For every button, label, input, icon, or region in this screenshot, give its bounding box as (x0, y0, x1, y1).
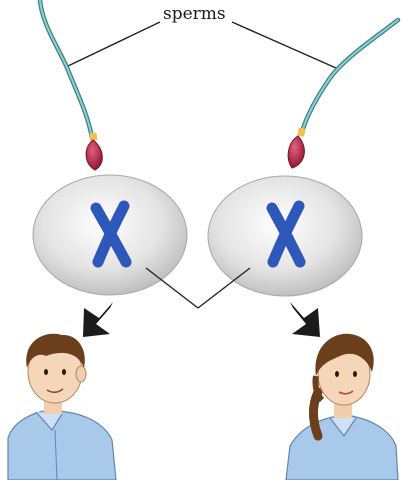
girl-figure (286, 334, 398, 480)
sperm-label-leaders (68, 22, 336, 68)
right-arrow (290, 302, 320, 337)
boy-figure (8, 334, 116, 480)
left-sperm (40, 0, 102, 170)
sperms-label: sperms (160, 4, 229, 24)
left-arrow (83, 302, 113, 337)
right-sperm (288, 20, 398, 168)
